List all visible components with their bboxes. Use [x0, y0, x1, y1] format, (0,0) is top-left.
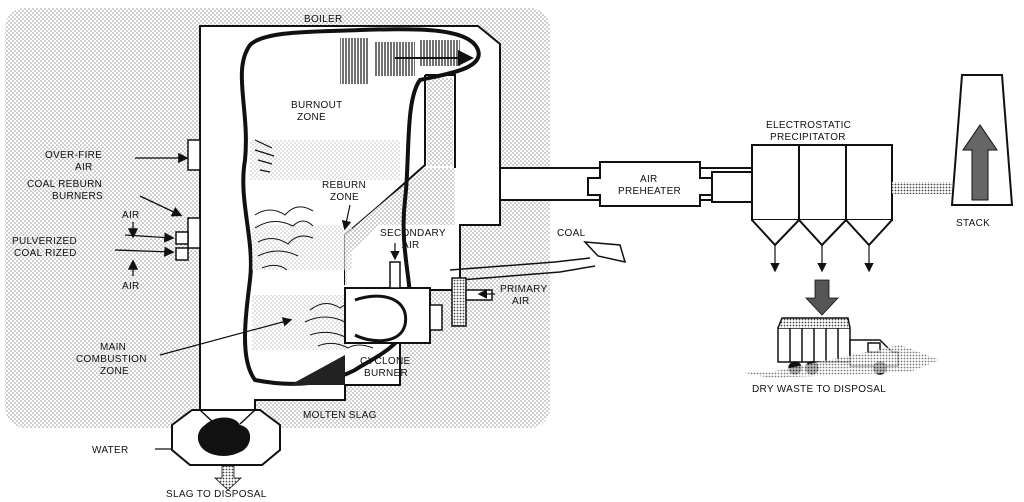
label-cyclone-burner-1: CYCLONE: [360, 356, 410, 367]
stack-flow-arrow: [962, 124, 998, 201]
label-coal-reburn-2: BURNERS: [52, 191, 103, 202]
label-air-top: AIR: [122, 210, 140, 221]
secondary-air-pipe: [389, 261, 401, 289]
coal-feed-column: [451, 277, 467, 327]
precipitator-hoppers: [751, 218, 893, 247]
superheater-tubes: [340, 38, 368, 84]
label-secondary-air-1: SECONDARY: [380, 228, 446, 239]
label-main-combustion-3: ZONE: [100, 366, 129, 377]
label-coal: COAL: [557, 228, 586, 239]
hopper-drops: [770, 245, 874, 273]
duct-to-precipitator: [711, 171, 753, 203]
label-burnout-zone-1: BURNOUT: [291, 100, 343, 111]
label-burnout-zone-2: ZONE: [297, 112, 326, 123]
slag-buildup: [290, 355, 345, 385]
label-electrostatic-2: PRECIPITATOR: [770, 132, 846, 143]
band-1: [250, 140, 400, 180]
baffle-dotted: [427, 78, 453, 166]
reburn-flames: [254, 206, 314, 271]
label-air-preheater-1: AIR: [640, 174, 658, 185]
precipitator-body: [751, 144, 893, 221]
overfire-streaks: [254, 139, 275, 173]
coal-hopper: [583, 241, 627, 264]
coal-burner-port-1: [175, 231, 189, 245]
label-dry-waste: DRY WASTE TO DISPOSAL: [752, 384, 886, 395]
coal-burner-port-2: [175, 247, 189, 261]
slag-disposal-arrow: [213, 465, 243, 491]
baffle-dotted-lower: [345, 168, 455, 285]
water-pool: [197, 417, 251, 456]
ground-hill: [740, 345, 940, 378]
label-cyclone-burner-2: BURNER: [364, 368, 408, 379]
label-primary-air-2: AIR: [512, 296, 530, 307]
coal-pipe: [449, 257, 596, 281]
label-stack: STACK: [956, 218, 990, 229]
reburn-burner-port: [187, 217, 201, 249]
left-arrows: [114, 152, 189, 276]
label-boiler: BOILER: [304, 14, 342, 25]
over-fire-air-port: [187, 139, 201, 171]
label-air-preheater-2: PREHEATER: [618, 186, 681, 197]
slag-drain: [199, 409, 256, 425]
label-main-combustion-2: COMBUSTION: [76, 354, 147, 365]
label-slag-disposal: SLAG TO DISPOSAL: [166, 489, 267, 500]
superheater-tubes-3: [420, 40, 460, 66]
cyclone-flame-chamber: [354, 294, 408, 343]
flow-loop: [239, 27, 481, 386]
label-water: WATER: [92, 445, 129, 456]
label-reburn-zone-2: ZONE: [330, 192, 359, 203]
flue-duct: [499, 167, 601, 201]
duct-to-stack: [892, 182, 952, 194]
label-coal-reburn-1: COAL REBURN: [27, 179, 102, 190]
label-primary-air-1: PRIMARY: [500, 284, 548, 295]
label-air-bottom: AIR: [122, 281, 140, 292]
label-over-fire-air-2: AIR: [75, 162, 93, 173]
air-preheater: [587, 161, 713, 207]
burner-inlet: [429, 304, 443, 331]
dry-waste-arrow: [805, 279, 839, 316]
label-electrostatic-1: ELECTROSTATIC: [766, 120, 851, 131]
label-reburn-zone-1: REBURN: [322, 180, 366, 191]
label-pulverized-1: PULVERIZED: [12, 236, 77, 247]
label-over-fire-air-1: OVER-FIRE: [45, 150, 102, 161]
label-main-combustion-1: MAIN: [100, 342, 126, 353]
label-pulverized-2: COAL RIZED: [14, 248, 77, 259]
label-secondary-air-2: AIR: [402, 240, 420, 251]
label-molten-slag: MOLTEN SLAG: [303, 410, 377, 421]
band-3: [252, 295, 347, 350]
band-2: [252, 225, 352, 270]
primary-air-inlet: [465, 289, 493, 301]
